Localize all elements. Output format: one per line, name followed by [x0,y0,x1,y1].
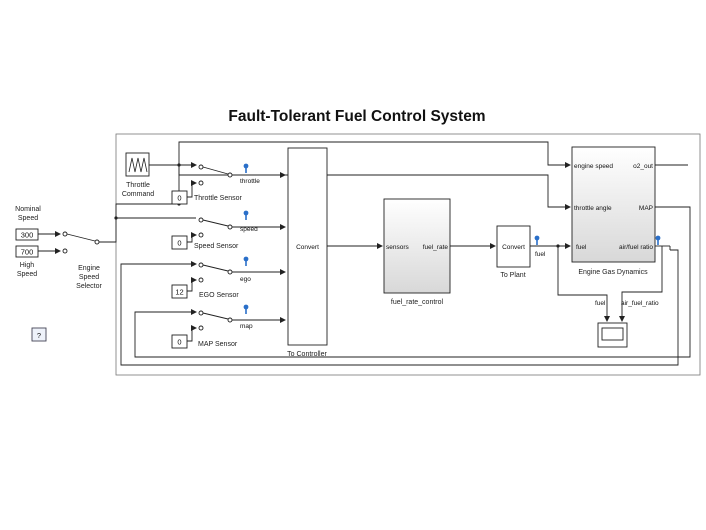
nominal-speed-label-1: Nominal [15,206,41,213]
engine-speed-selector-switch[interactable] [62,231,100,254]
ego-signal-label: ego [240,276,251,283]
to-plant-label: To Plant [500,272,525,279]
high-speed-label-1: High [20,262,35,269]
map-signal-label: map [240,323,253,330]
engine-gas-dynamics-label: Engine Gas Dynamics [578,269,648,276]
throttle-signal-probe-icon[interactable] [243,163,249,173]
selector-label-3: Selector [76,283,102,290]
selector-label-2: Speed [79,274,99,281]
help-question-icon: ? [37,331,41,340]
scope-ratio-label: air_fuel_ratio [621,300,659,307]
high-speed-value: 700 [21,248,34,257]
fuel-rate-control-label: fuel_rate_control [391,299,444,306]
map-out-port: MAP [639,205,653,212]
model-boundary [115,133,701,376]
throttle-sensor-value: 0 [177,194,181,203]
ego-sensor-value: 12 [175,288,183,297]
scope-block[interactable] [597,322,628,348]
throttle-sensor-constant-block[interactable]: 0 [171,190,188,205]
nominal-speed-constant-block[interactable]: 300 [15,228,39,241]
high-speed-label-2: Speed [17,271,37,278]
air-fuel-ratio-out-port: air/fuel ratio [619,244,653,251]
air-fuel-ratio-probe-icon[interactable] [655,235,661,245]
speed-signal-probe-icon[interactable] [243,210,249,220]
throttle-signal-label: throttle [240,178,260,185]
throttle-command-label-2: Command [122,191,154,198]
speed-signal-label: speed [240,226,258,233]
throttle-command-block[interactable] [125,152,150,177]
to-plant-port: Convert [502,244,525,251]
fuel-in-port: fuel [576,244,587,251]
speed-sensor-switch[interactable] [198,217,233,238]
info-help-button[interactable]: ? [31,327,47,342]
engine-gas-dynamics-block[interactable]: engine speed o2_out throttle angle MAP f… [571,146,656,263]
map-sensor-value: 0 [177,338,181,347]
fuel-signal-probe-icon[interactable] [534,235,540,245]
selector-label-1: Engine [78,265,100,272]
throttle-angle-in-port: throttle angle [574,205,612,212]
ego-sensor-constant-block[interactable]: 12 [171,284,188,299]
map-feedback-wire [134,206,691,358]
fuel-signal-label: fuel [535,251,546,258]
map-sensor-label: MAP Sensor [198,341,238,348]
speed-sensor-label: Speed Sensor [194,243,239,250]
throttle-sensor-switch[interactable] [198,164,233,186]
speed-sensor-value: 0 [177,239,181,248]
o2-out-port: o2_out [633,163,653,170]
air-fuel-ratio-to-scope-wire [619,246,663,322]
speed-sensor-constant-block[interactable]: 0 [171,235,188,250]
nominal-speed-label-2: Speed [18,215,38,222]
ego-signal-probe-icon[interactable] [243,256,249,266]
scope-display-icon [601,327,624,341]
nominal-speed-value: 300 [21,231,34,240]
engine-speed-to-plant-wire [178,141,571,204]
throttle-command-label-1: Throttle [126,182,150,189]
model-title: Fault-Tolerant Fuel Control System [228,108,485,125]
engine-speed-in-port: engine speed [574,163,613,170]
ego-sensor-switch[interactable] [198,262,233,283]
throttle-to-plant-wire [179,174,571,210]
map-sensor-switch[interactable] [198,310,233,331]
scope-fuel-label: fuel [595,300,606,307]
throttle-sensor-label: Throttle Sensor [194,195,243,202]
high-speed-constant-block[interactable]: 700 [15,245,39,258]
engine-speed-branch-wire [115,203,176,218]
to-controller-port: Convert [296,244,319,251]
engine-speed-to-speed-switch-wire [99,217,196,243]
to-controller-label: To Controller [287,351,327,358]
sawtooth-icon [128,157,148,173]
fuel-to-scope-wire [557,246,610,322]
ego-sensor-label: EGO Sensor [199,292,239,299]
map-sensor-constant-block[interactable]: 0 [171,334,188,349]
fuel-rate-control-out-port: fuel_rate [423,244,449,251]
map-signal-probe-icon[interactable] [243,304,249,314]
fuel-rate-control-block[interactable]: sensors fuel_rate [383,198,451,294]
fuel-rate-control-in-port: sensors [386,244,410,251]
to-plant-block[interactable]: Convert [496,225,531,268]
to-controller-block[interactable]: Convert [287,147,328,346]
ego-feedback-wire [120,249,679,366]
